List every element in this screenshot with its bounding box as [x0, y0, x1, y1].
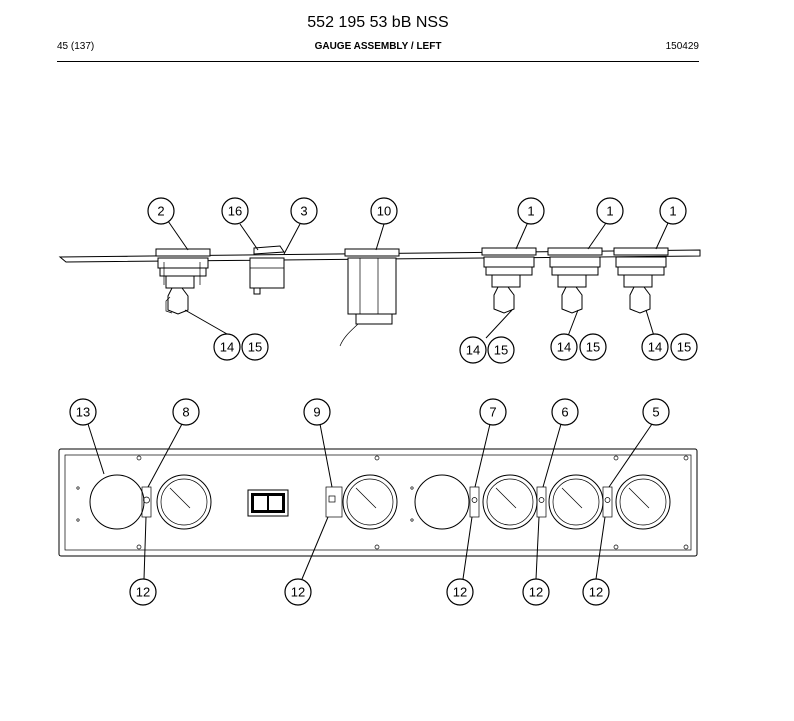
gauge-7	[482, 474, 538, 530]
svg-text:5: 5	[652, 405, 659, 420]
svg-text:16: 16	[228, 204, 242, 219]
panel-inner-outline	[64, 454, 692, 551]
svg-text:14: 14	[557, 340, 571, 355]
svg-text:12: 12	[589, 585, 603, 600]
blank-opening	[414, 474, 470, 530]
callout-12e: 12	[582, 578, 610, 606]
callout-6: 6	[551, 398, 579, 426]
svg-text:12: 12	[453, 585, 467, 600]
callout-15d: 15	[670, 333, 698, 361]
side-view: 2 16 3 10 1 1 1 14 15 14 15 14 15 14 15	[58, 197, 701, 364]
gauge-body-side-1a	[481, 247, 537, 314]
gauge-8	[156, 474, 212, 530]
callout-3: 3	[290, 197, 318, 225]
svg-text:15: 15	[677, 340, 691, 355]
callout-16: 16	[221, 197, 249, 225]
gauge-6	[548, 474, 604, 530]
svg-text:9: 9	[313, 405, 320, 420]
component-10-side	[339, 248, 400, 347]
callout-14b: 14	[459, 336, 487, 364]
callout-13: 13	[69, 398, 97, 426]
date-code: 150429	[665, 41, 699, 52]
callout-12c: 12	[446, 578, 474, 606]
svg-text:1: 1	[527, 204, 534, 219]
svg-text:13: 13	[76, 405, 90, 420]
page-title: GAUGE ASSEMBLY / LEFT	[314, 41, 442, 52]
svg-text:14: 14	[220, 340, 234, 355]
gauge-body-side	[155, 248, 211, 315]
svg-text:12: 12	[136, 585, 150, 600]
callout-1b: 1	[596, 197, 624, 225]
svg-text:12: 12	[291, 585, 305, 600]
gauge-9	[342, 474, 398, 530]
callout-12b: 12	[284, 578, 312, 606]
gauge-body-side-1c	[613, 247, 669, 314]
mounting-holes	[76, 455, 689, 550]
svg-text:6: 6	[561, 405, 568, 420]
callout-2: 2	[147, 197, 175, 225]
callout-12a: 12	[129, 578, 157, 606]
callout-8: 8	[172, 398, 200, 426]
document-number: 552 195 53 bB NSS	[307, 14, 449, 31]
gauge-5	[615, 474, 671, 530]
switch-side	[249, 245, 285, 295]
gauge-body-side-1b	[547, 247, 603, 314]
page-number: 45 (137)	[57, 41, 95, 52]
svg-text:1: 1	[669, 204, 676, 219]
blank-opening-13	[89, 474, 145, 530]
rocker-switch	[247, 489, 289, 517]
svg-text:1: 1	[606, 204, 613, 219]
callout-12d: 12	[522, 578, 550, 606]
svg-text:3: 3	[300, 204, 307, 219]
callout-14d: 14	[641, 333, 669, 361]
callout-1c: 1	[659, 197, 687, 225]
svg-text:15: 15	[586, 340, 600, 355]
svg-text:12: 12	[529, 585, 543, 600]
callout-14a: 14	[213, 333, 241, 361]
svg-text:15: 15	[494, 343, 508, 358]
svg-text:15: 15	[248, 340, 262, 355]
svg-text:10: 10	[377, 204, 391, 219]
callout-9: 9	[303, 398, 331, 426]
callout-15c: 15	[579, 333, 607, 361]
callout-15a: 15	[241, 333, 269, 361]
header-rule	[57, 61, 699, 62]
callout-14c: 14	[550, 333, 578, 361]
callout-10: 10	[370, 197, 398, 225]
svg-text:14: 14	[648, 340, 662, 355]
callout-5: 5	[642, 398, 670, 426]
svg-text:8: 8	[182, 405, 189, 420]
callout-1a: 1	[517, 197, 545, 225]
front-view: 13 8 9 7 6 5 12 12 12 12 12	[58, 398, 698, 606]
svg-text:7: 7	[489, 405, 496, 420]
svg-text:14: 14	[466, 343, 480, 358]
svg-text:2: 2	[157, 204, 164, 219]
callout-7: 7	[479, 398, 507, 426]
callout-15b: 15	[487, 336, 515, 364]
label-decals	[141, 486, 613, 518]
